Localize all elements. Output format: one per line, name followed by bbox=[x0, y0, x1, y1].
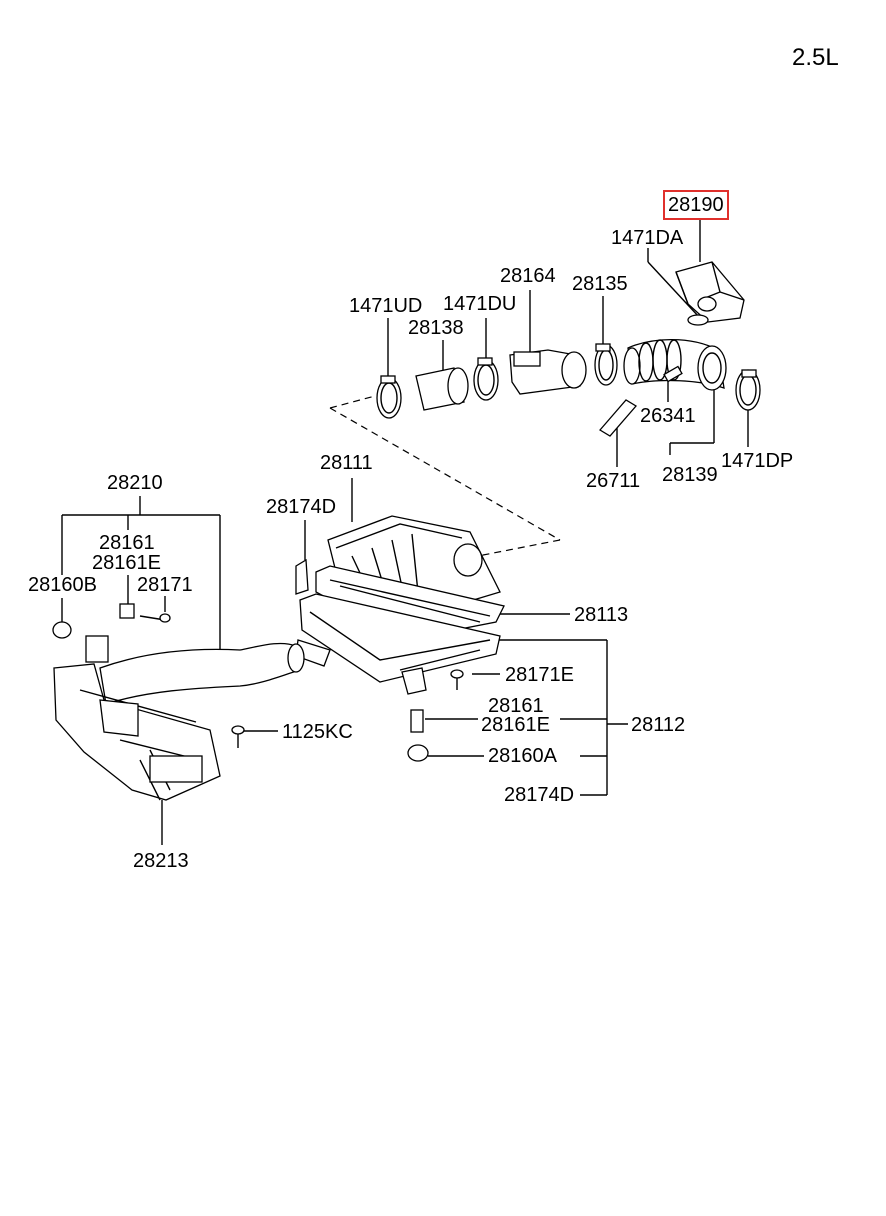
part-label-1471ud[interactable]: 1471UD bbox=[349, 295, 423, 317]
hose-28139 bbox=[623, 338, 727, 391]
fitting-26341 bbox=[663, 365, 683, 383]
dashed-reference-lines bbox=[329, 395, 561, 557]
part-label-1471dp[interactable]: 1471DP bbox=[721, 450, 794, 472]
part-label-28135[interactable]: 28135 bbox=[572, 273, 628, 295]
part-label-28171[interactable]: 28171 bbox=[137, 574, 193, 596]
resonator-28213 bbox=[53, 663, 221, 801]
collar-28161-right bbox=[410, 709, 424, 733]
clamp-1471dp bbox=[735, 369, 761, 411]
bolt-1125kc bbox=[231, 725, 245, 748]
part-label-28213[interactable]: 28213 bbox=[133, 850, 189, 872]
grommet-28160a bbox=[407, 744, 429, 762]
clamp-1471ud bbox=[376, 375, 402, 419]
part-label-28161e-right[interactable]: 28161E bbox=[481, 714, 550, 736]
part-label-26341[interactable]: 26341 bbox=[640, 405, 696, 427]
hose-26711 bbox=[599, 399, 637, 437]
part-label-1471du[interactable]: 1471DU bbox=[443, 293, 517, 315]
part-label-28161e-left[interactable]: 28161E bbox=[92, 552, 161, 574]
part-label-28210[interactable]: 28210 bbox=[107, 472, 163, 494]
collar-28161-left bbox=[119, 603, 135, 619]
part-label-28138[interactable]: 28138 bbox=[408, 317, 464, 339]
part-label-28161-left[interactable]: 28161 bbox=[99, 532, 155, 554]
part-label-28113[interactable]: 28113 bbox=[574, 604, 629, 626]
part-label-28174d-top[interactable]: 28174D bbox=[266, 496, 337, 518]
part-label-28112[interactable]: 28112 bbox=[631, 714, 686, 736]
air-cleaner-cover-28111 bbox=[327, 515, 501, 617]
leader-lines bbox=[61, 218, 749, 845]
part-label-28111[interactable]: 28111 bbox=[320, 452, 373, 474]
part-label-26711[interactable]: 26711 bbox=[586, 470, 641, 492]
part-label-28190[interactable]: 28190 bbox=[663, 190, 729, 220]
part-label-28160a[interactable]: 28160A bbox=[488, 745, 557, 767]
sensor-28164 bbox=[509, 349, 587, 395]
bracket-28174d-top bbox=[295, 558, 309, 595]
part-label-28171e[interactable]: 28171E bbox=[505, 664, 574, 686]
clamp-1471da bbox=[687, 314, 709, 326]
clamp-28135 bbox=[594, 343, 618, 386]
adapter-28138 bbox=[415, 367, 469, 411]
part-label-28161-right[interactable]: 28161 bbox=[488, 695, 544, 717]
part-label-28174d-bottom[interactable]: 28174D bbox=[504, 784, 575, 806]
duct-hose-28210 bbox=[85, 635, 305, 705]
part-label-1125kc[interactable]: 1125KC bbox=[282, 721, 353, 743]
part-label-28139[interactable]: 28139 bbox=[662, 464, 718, 486]
engine-label: 2.5L bbox=[792, 44, 839, 71]
clamp-1471du bbox=[473, 357, 499, 401]
air-cleaner-body-28112 bbox=[295, 593, 501, 695]
bolt-28171e bbox=[450, 669, 464, 690]
intake-duct-28190 bbox=[675, 261, 745, 323]
part-label-1471da[interactable]: 1471DA bbox=[611, 227, 684, 249]
part-label-28164[interactable]: 28164 bbox=[500, 265, 556, 287]
grommet-28160b bbox=[52, 621, 72, 639]
filter-element-28113 bbox=[315, 565, 505, 641]
bolt-28171 bbox=[139, 613, 171, 623]
part-label-28160b[interactable]: 28160B bbox=[28, 574, 97, 596]
